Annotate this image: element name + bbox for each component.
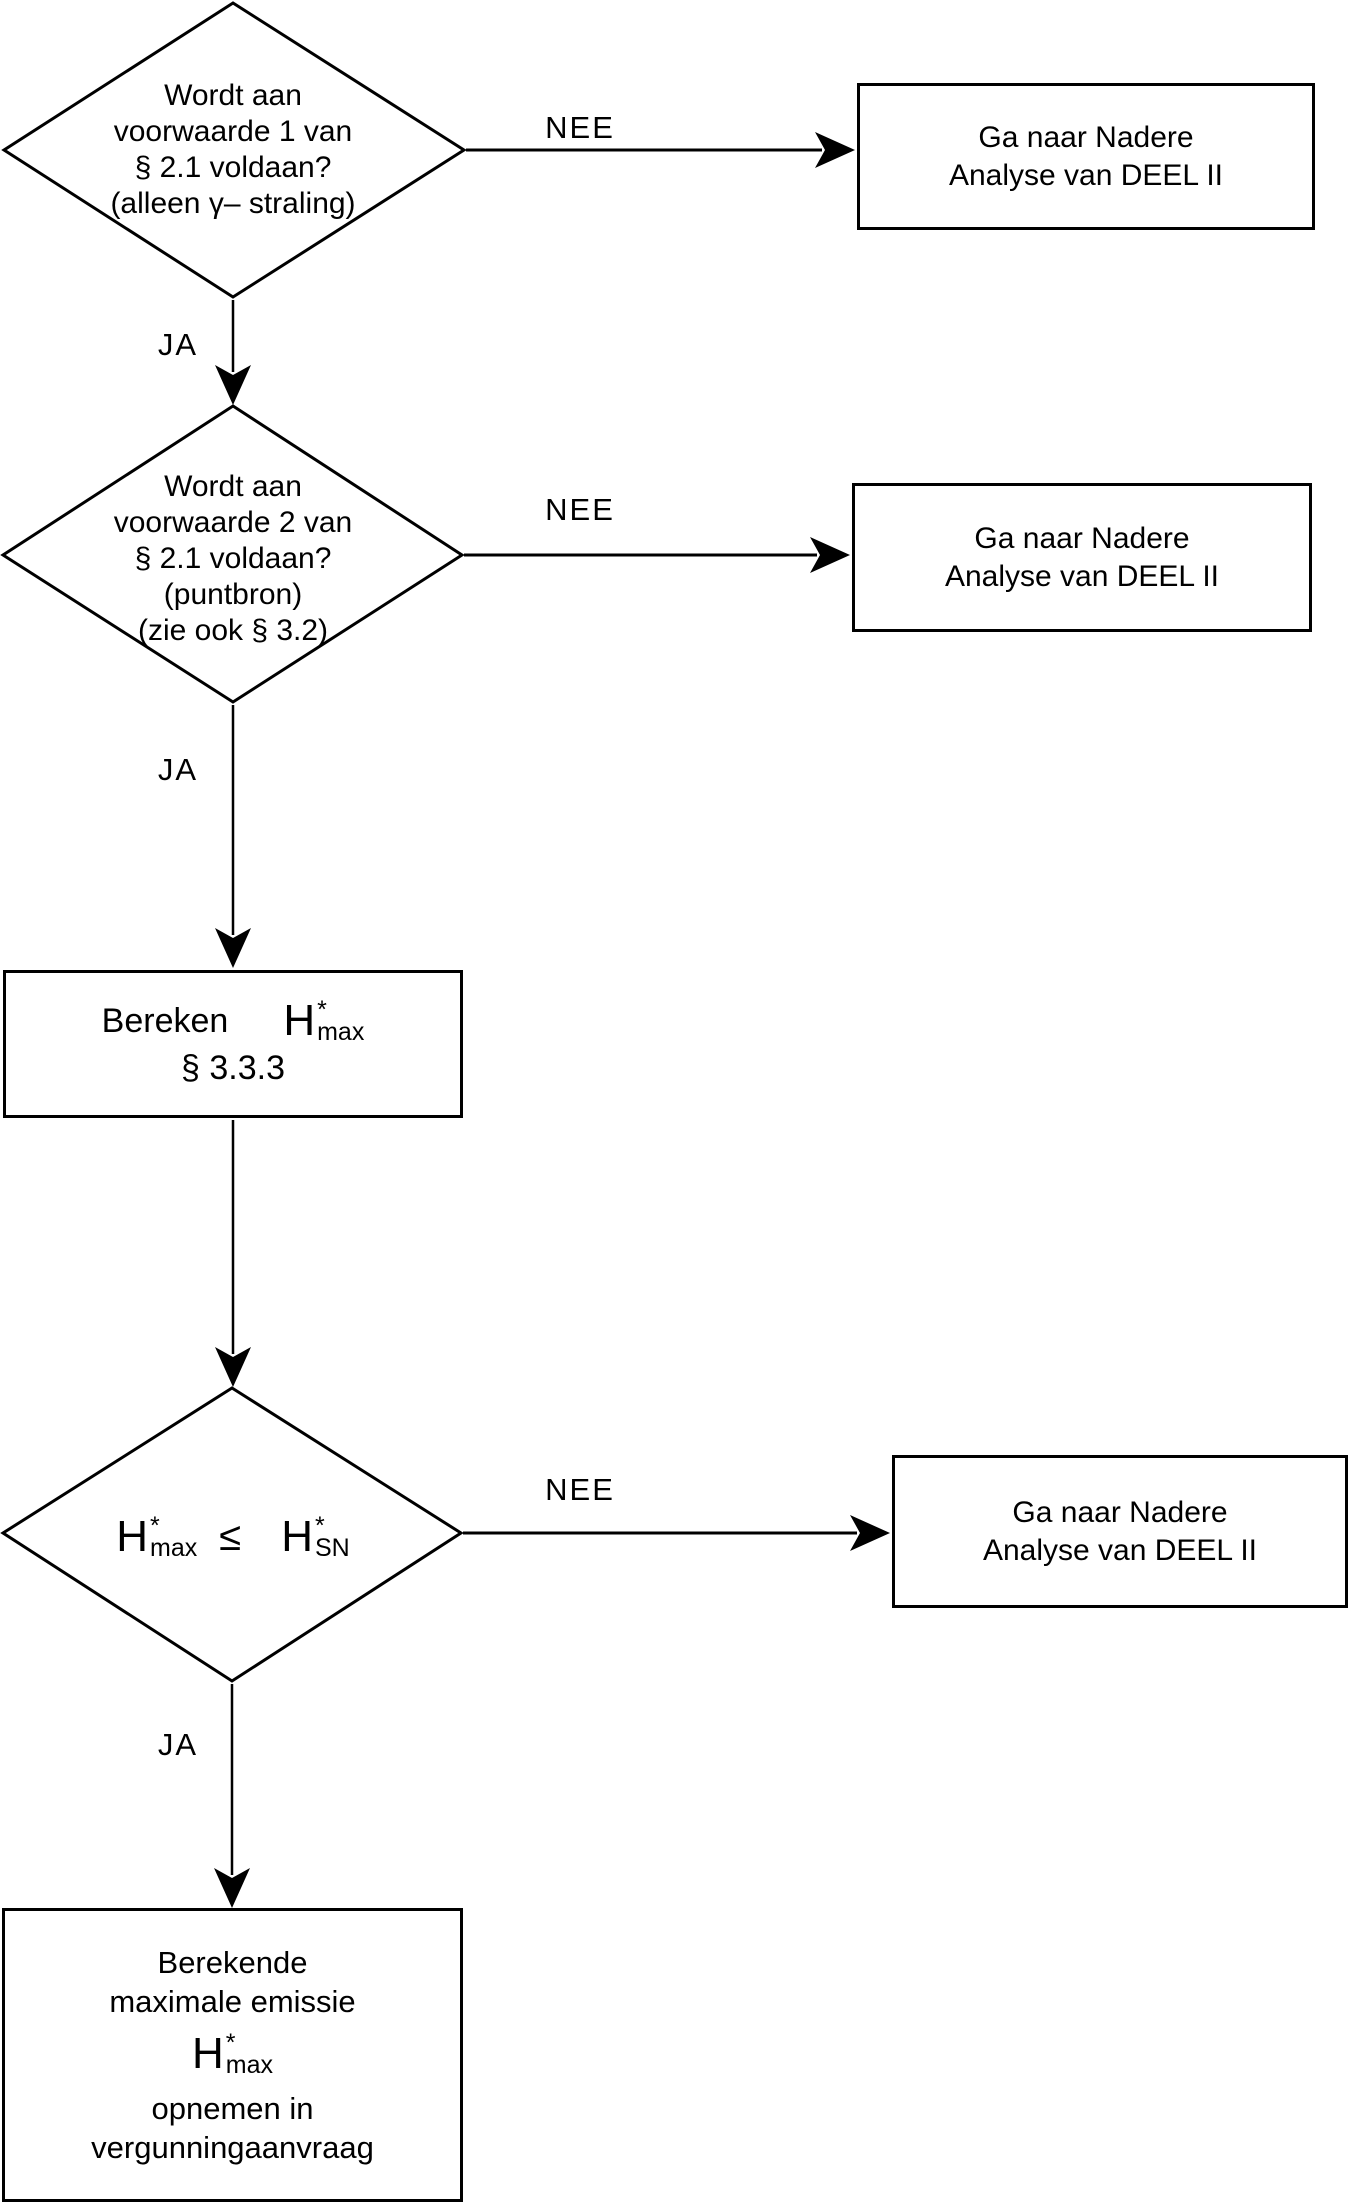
decision-3-text: H * max ≤ H * SN bbox=[43, 1496, 423, 1562]
formula-sup: * bbox=[315, 1512, 325, 1540]
goto-deel2-box-3: Ga naar Nadere Analyse van DEEL II bbox=[892, 1455, 1348, 1608]
goto-deel2-text-3: Ga naar Nadere Analyse van DEEL II bbox=[982, 1495, 1258, 1567]
formula-base: H bbox=[281, 1512, 313, 1561]
goto-deel2-box-2: Ga naar Nadere Analyse van DEEL II bbox=[852, 483, 1312, 632]
formula-sup: * bbox=[225, 2029, 236, 2057]
terminal-text-bottom: opnemen in vergunningaanvraag bbox=[91, 2091, 374, 2165]
formula-base: H bbox=[191, 2029, 224, 2078]
decision-1-text: Wordt aan voorwaarde 1 van § 2.1 voldaan… bbox=[110, 79, 356, 220]
decision-3-diamond bbox=[0, 1386, 464, 1683]
goto-deel2-text-1: Ga naar Nadere Analyse van DEEL II bbox=[948, 120, 1224, 192]
yes-label-3: JA bbox=[157, 1727, 199, 1762]
formula-sup: * bbox=[150, 1512, 160, 1540]
less-equal-operator: ≤ bbox=[219, 1515, 242, 1559]
arrow-no-3-head bbox=[850, 1515, 890, 1551]
formula-base: H bbox=[283, 996, 316, 1045]
decision-2-text: Wordt aan voorwaarde 2 van § 2.1 voldaan… bbox=[113, 470, 353, 647]
no-label-1: NEE bbox=[545, 110, 615, 145]
decision-1-diamond bbox=[1, 1, 467, 299]
process-reference: § 3.3.3 bbox=[181, 1049, 285, 1087]
arrow-yes-1-head bbox=[215, 365, 251, 405]
arrow-process-to-decision3-head bbox=[215, 1347, 251, 1387]
formula-hmax: H * max bbox=[116, 1512, 198, 1562]
no-label-2: NEE bbox=[545, 492, 615, 527]
formula-hsn: H * SN bbox=[281, 1512, 350, 1562]
formula-sub: SN bbox=[315, 1534, 350, 1562]
formula-sub: max bbox=[317, 1018, 365, 1046]
terminal-box: Berekende maximale emissie H * max opnem… bbox=[2, 1908, 463, 2202]
goto-deel2-box-1: Ga naar Nadere Analyse van DEEL II bbox=[857, 83, 1315, 230]
formula-sub: max bbox=[150, 1534, 198, 1562]
arrow-yes-2-head bbox=[215, 928, 251, 968]
formula-sub: max bbox=[225, 2051, 273, 2079]
arrow-yes-3-head bbox=[214, 1868, 250, 1908]
terminal-text-top: Berekende maximale emissie bbox=[109, 1945, 356, 2019]
yes-label-2: JA bbox=[157, 752, 199, 787]
formula-sup: * bbox=[317, 996, 327, 1024]
arrow-no-1-head bbox=[815, 132, 855, 168]
process-action-label: Bereken bbox=[101, 1002, 229, 1040]
formula-base: H bbox=[116, 1512, 149, 1561]
goto-deel2-text-2: Ga naar Nadere Analyse van DEEL II bbox=[944, 521, 1220, 593]
decision-2-diamond bbox=[0, 404, 465, 704]
formula-hmax: H * max bbox=[191, 2029, 273, 2079]
arrow-no-2-head bbox=[810, 537, 850, 573]
process-box-bereken: Bereken H * max § 3.3.3 bbox=[3, 970, 463, 1118]
yes-label-1: JA bbox=[157, 327, 199, 362]
formula-hmax: H * max bbox=[283, 996, 365, 1046]
no-label-3: NEE bbox=[545, 1472, 615, 1507]
